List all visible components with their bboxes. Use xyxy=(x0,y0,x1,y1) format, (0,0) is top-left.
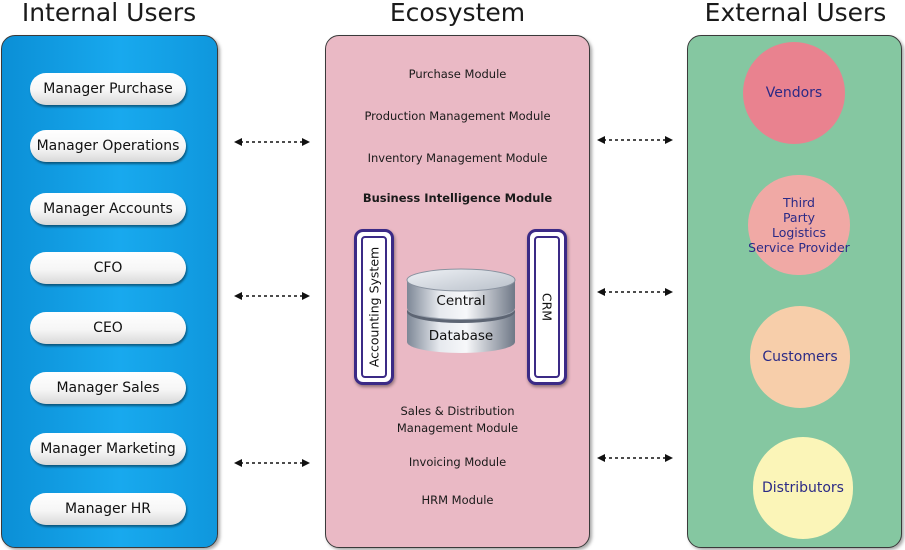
module-sales-distribution: Sales & Distribution Management Module xyxy=(396,404,519,435)
external-users-header: External Users xyxy=(704,0,887,27)
module-inventory-management: Inventory Management Module xyxy=(367,151,548,165)
accounting-system-box: Accounting System xyxy=(354,229,394,385)
central-database-label-line2: Database xyxy=(428,328,494,344)
module-production-management: Production Management Module xyxy=(364,109,551,123)
bidirectional-arrow-icon xyxy=(234,292,310,300)
internal-user-cfo: CFO xyxy=(30,252,186,284)
crm-label: CRM xyxy=(539,292,555,322)
central-database-icon xyxy=(406,268,516,353)
bidirectional-arrow-icon xyxy=(234,138,310,146)
internal-user-manager-hr: Manager HR xyxy=(30,493,186,525)
internal-user-ceo: CEO xyxy=(30,312,186,344)
ecosystem-header: Ecosystem xyxy=(389,0,526,27)
internal-users-header: Internal Users xyxy=(21,0,197,27)
external-user-distributors: Distributors xyxy=(753,437,853,539)
crm-box: CRM xyxy=(527,229,567,385)
module-invoicing: Invoicing Module xyxy=(408,455,507,469)
central-database-label-line1: Central xyxy=(436,293,486,309)
vendors-label: Vendors xyxy=(765,84,823,101)
internal-user-manager-marketing: Manager Marketing xyxy=(30,433,186,465)
bidirectional-arrow-icon xyxy=(597,454,673,462)
internal-user-manager-operations: Manager Operations xyxy=(30,130,186,162)
third-party-logistics-label: Third Party Logistics Service Provider xyxy=(748,195,850,255)
external-user-third-party-logistics: Third Party Logistics Service Provider xyxy=(748,175,850,275)
internal-users-panel xyxy=(1,35,218,548)
external-user-customers: Customers xyxy=(750,306,850,408)
bidirectional-arrow-icon xyxy=(597,288,673,296)
internal-user-manager-purchase: Manager Purchase xyxy=(30,73,186,105)
module-hrm: HRM Module xyxy=(421,493,494,507)
bidirectional-arrow-icon xyxy=(234,459,310,467)
internal-user-manager-sales: Manager Sales xyxy=(30,372,186,404)
accounting-system-label: Accounting System xyxy=(366,246,382,368)
internal-user-manager-accounts: Manager Accounts xyxy=(30,193,186,225)
distributors-label: Distributors xyxy=(762,479,844,496)
external-user-vendors: Vendors xyxy=(743,42,845,144)
customers-label: Customers xyxy=(762,348,838,365)
module-purchase: Purchase Module xyxy=(408,67,507,81)
bidirectional-arrow-icon xyxy=(597,136,673,144)
module-business-intelligence: Business Intelligence Module xyxy=(362,191,553,205)
